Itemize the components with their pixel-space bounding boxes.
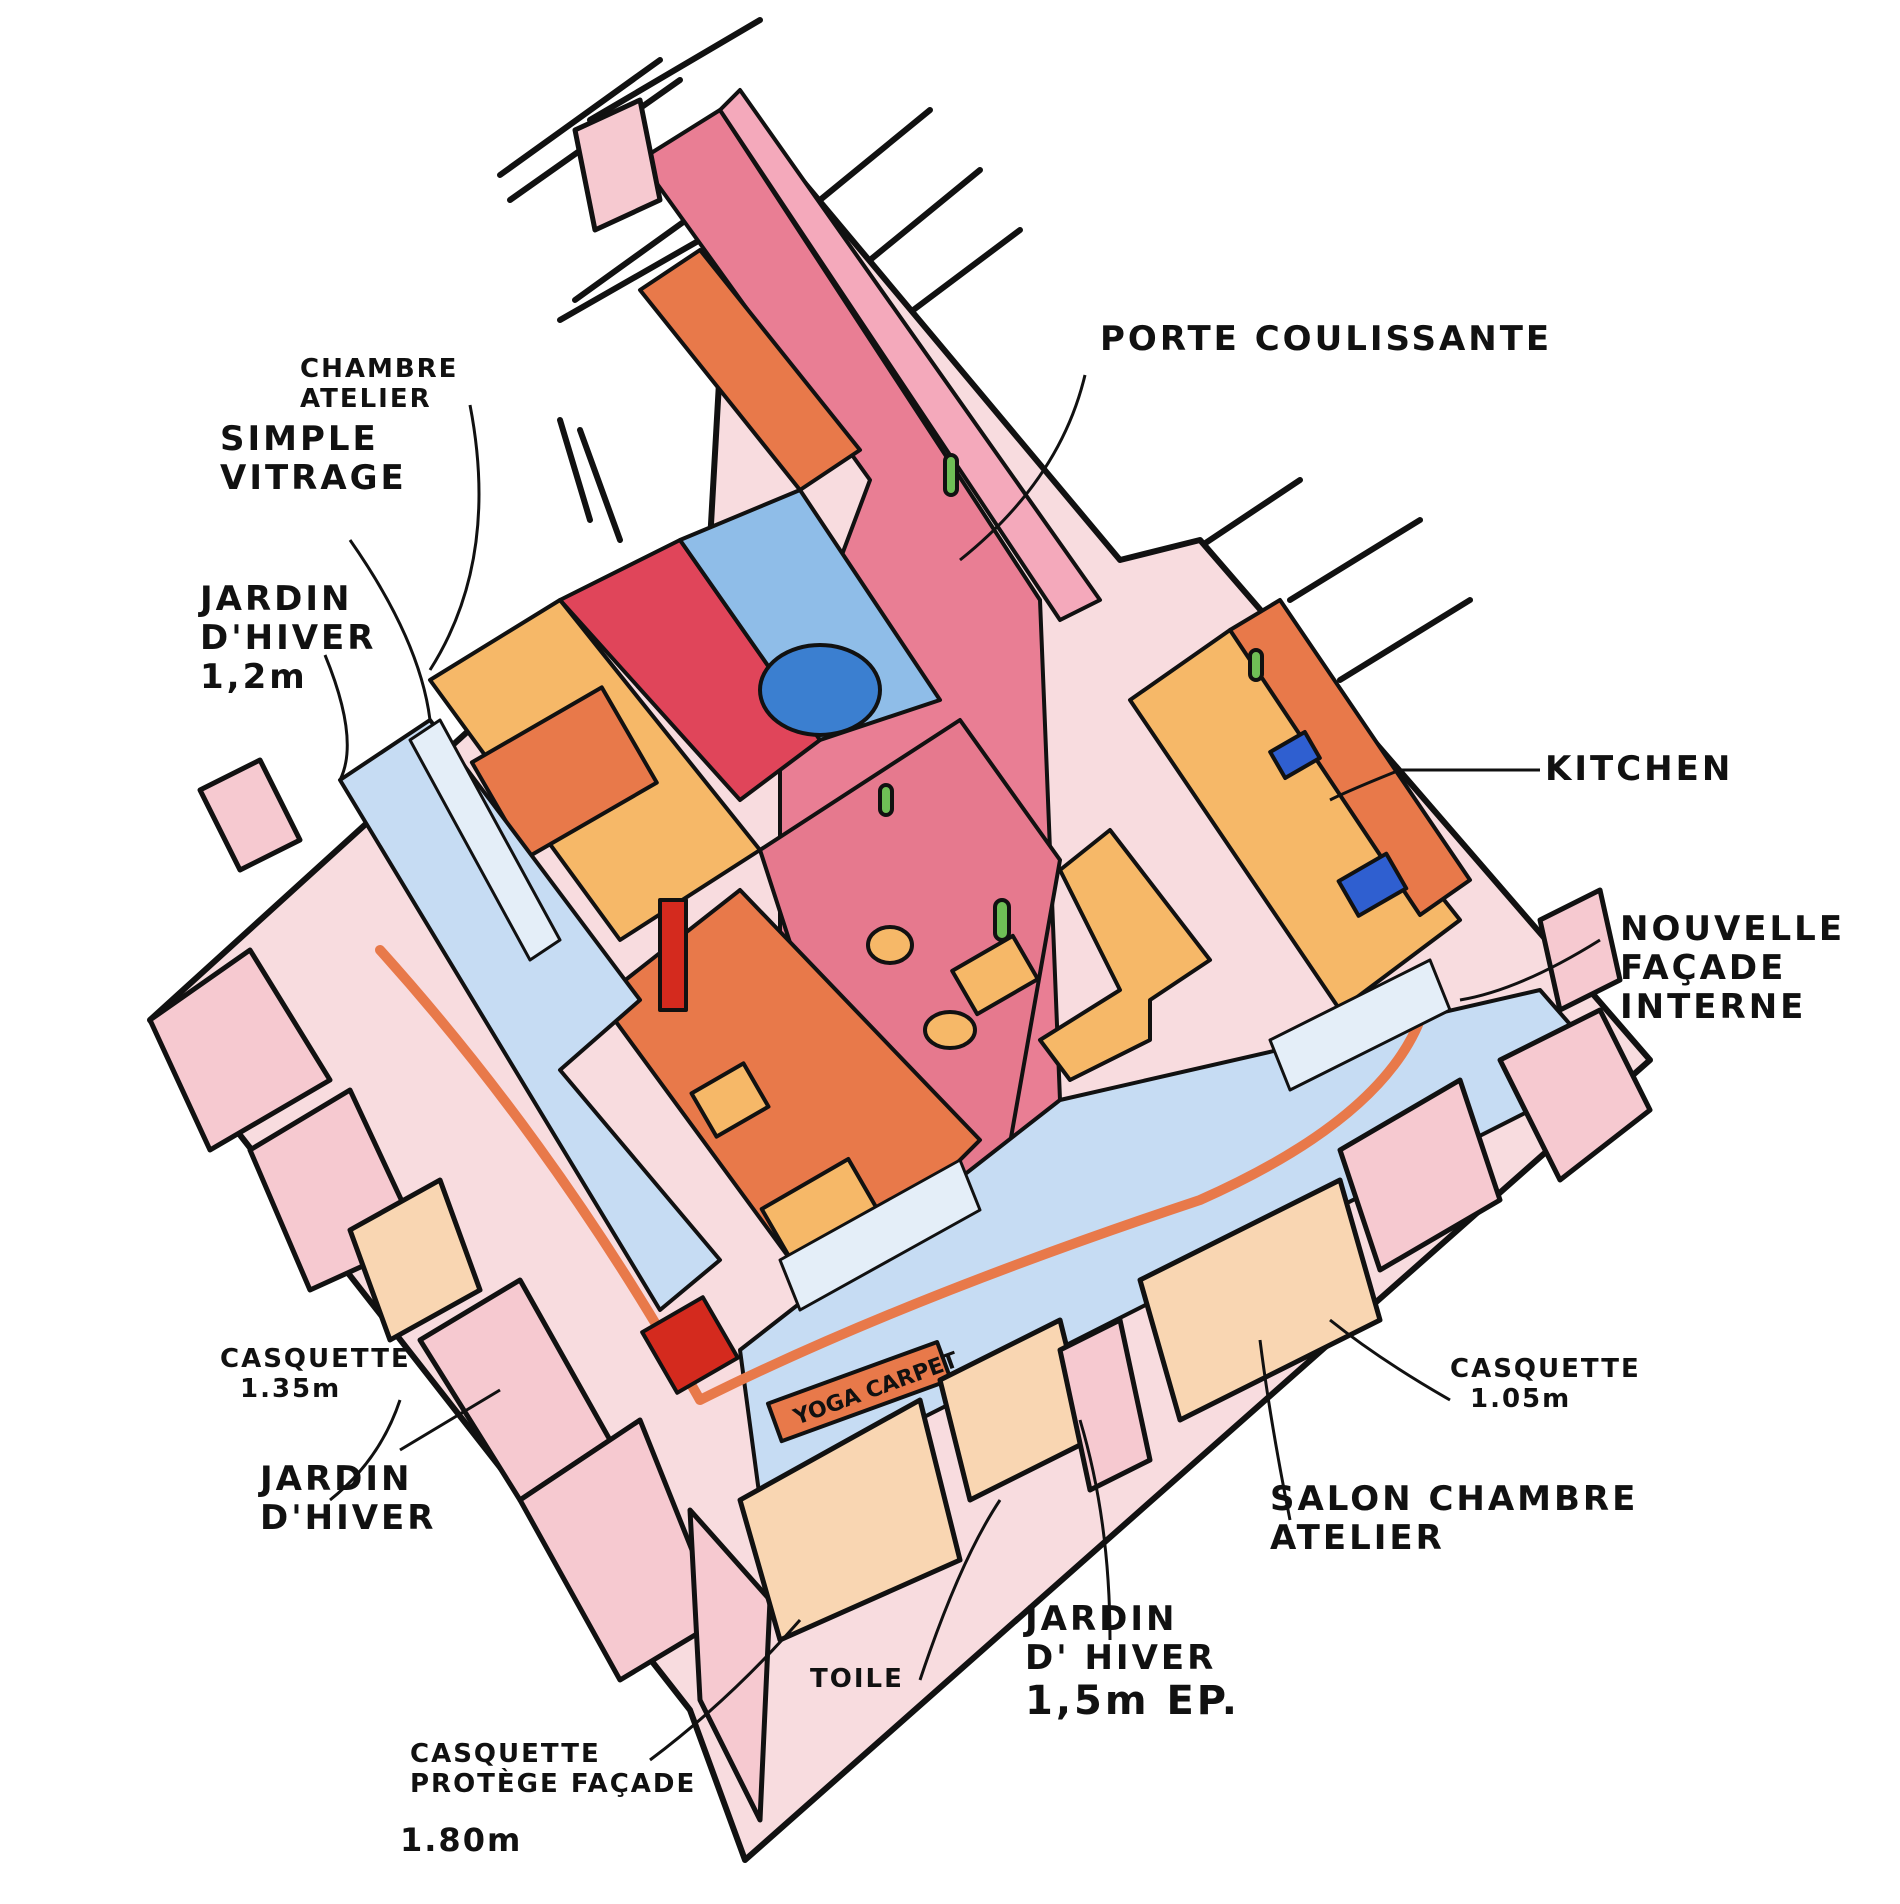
- label-casquette-left-size: 1.35m: [240, 1373, 342, 1404]
- label-jardin-hiver-left: JARDIN D'HIVER: [260, 1459, 437, 1539]
- table-study: [689, 1061, 771, 1139]
- label-vitrage-line: VITRAGE: [220, 458, 407, 499]
- label-porte-coulissante: PORTE COULISSANTE: [1100, 319, 1553, 359]
- leader-lines: [323, 374, 1601, 1762]
- kitchen-counter: [1228, 598, 1472, 917]
- label-size-bottom-line: 1,5m EP.: [1025, 1678, 1240, 1725]
- neighbour-walls: [497, 17, 1473, 683]
- label-facade-line: FAÇADE: [1620, 948, 1787, 989]
- label-casquette-right-size: 1.05m: [1470, 1383, 1572, 1414]
- label-protege-size-line: 1.80m: [400, 1820, 523, 1859]
- label-dhiver-bottom-line: D' HIVER: [1025, 1638, 1217, 1679]
- label-jardin-left-line: JARDIN: [260, 1459, 413, 1499]
- red-shelf: [658, 898, 688, 1012]
- label-casquette-left: CASQUETTE 1.35m: [220, 1344, 411, 1405]
- plant-cactus: [878, 453, 1264, 942]
- label-jardin-hiver-top: JARDIN D'HIVER 1,2m: [200, 579, 377, 698]
- study-room: [598, 888, 982, 1302]
- label-size-line: 1,2m: [200, 657, 308, 698]
- label-atelier-salon-line: ATELIER: [1270, 1518, 1445, 1559]
- sink: [1268, 730, 1322, 780]
- label-chambre-atelier: CHAMBRE ATELIER: [300, 354, 459, 415]
- label-nouvelle-line: NOUVELLE: [1620, 909, 1846, 949]
- round-table: [866, 925, 914, 965]
- outer-walls: [197, 97, 1623, 1013]
- label-salon-line: SALON CHAMBRE: [1270, 1479, 1639, 1519]
- label-dhiver-left-line: D'HIVER: [260, 1498, 437, 1539]
- label-dhiver-line: D'HIVER: [200, 618, 377, 659]
- facade-canopies-right: [737, 1007, 1653, 1643]
- glass-partitions: [408, 718, 1452, 1312]
- label-chambre-line: CHAMBRE: [300, 354, 459, 384]
- corridor-wall: [718, 88, 1102, 622]
- label-jardin-line: JARDIN: [200, 579, 353, 619]
- label-casquette-right: CASQUETTE 1.05m: [1450, 1354, 1641, 1415]
- label-casquette-protege-line: CASQUETTE: [410, 1739, 601, 1769]
- label-interne-line: INTERNE: [1620, 987, 1807, 1028]
- coffee-table: [950, 933, 1040, 1017]
- stove: [1336, 851, 1409, 918]
- label-nouvelle-facade: NOUVELLE FAÇADE INTERNE: [1620, 909, 1846, 1028]
- label-jardin-bottom-line: JARDIN: [1025, 1599, 1178, 1639]
- label-kitchen: KITCHEN: [1545, 749, 1734, 789]
- garden-path: [375, 945, 1425, 1405]
- label-protege-facade-line: PROTÈGE FAÇADE: [410, 1768, 697, 1799]
- label-casquette-right-line: CASQUETTE: [1450, 1354, 1641, 1384]
- label-casquette-protege: CASQUETTE PROTÈGE FAÇADE 1.80m: [400, 1739, 697, 1859]
- bath-tub: [758, 643, 882, 737]
- red-grid-block: [640, 1295, 740, 1395]
- stool: [923, 1010, 977, 1050]
- label-simple-line: SIMPLE: [220, 419, 379, 459]
- label-jardin-hiver-bottom: JARDIN D' HIVER 1,5m EP.: [1025, 1599, 1240, 1725]
- kitchen-room: [1128, 628, 1462, 1012]
- label-salon: SALON CHAMBRE ATELIER: [1270, 1479, 1639, 1559]
- label-atelier-line: ATELIER: [300, 383, 432, 414]
- storage-strip: [638, 248, 862, 492]
- label-casquette-left-line: CASQUETTE: [220, 1344, 411, 1374]
- facade-canopies-left: [147, 947, 773, 1823]
- sofa: [1038, 828, 1212, 1082]
- yoga-carpet: [765, 1340, 953, 1444]
- label-toile: TOILE: [810, 1664, 904, 1694]
- label-simple-vitrage: SIMPLE VITRAGE: [220, 419, 407, 499]
